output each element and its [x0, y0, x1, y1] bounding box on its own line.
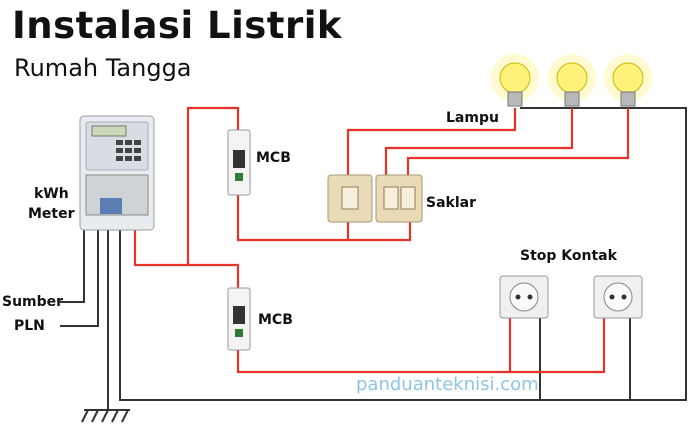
watermark: panduanteknisi.com — [356, 374, 539, 395]
live-wire-riser — [186, 106, 240, 265]
kwh-meter — [79, 115, 155, 231]
lamp-bulb-2 — [548, 54, 596, 107]
mcb-top-label: MCB — [256, 150, 291, 166]
live-wire-mcb2-out — [236, 316, 606, 374]
pln-label: PLN — [14, 318, 45, 334]
ground-symbol — [81, 409, 130, 423]
diagram-subtitle: Rumah Tangga — [14, 54, 192, 82]
saklar-double — [375, 174, 423, 223]
live-wire-main — [133, 230, 240, 290]
live-wire-to-switch1 — [346, 108, 517, 175]
saklar-label: Saklar — [426, 195, 476, 211]
live-wire-mcb1-out — [236, 195, 412, 242]
saklar-single — [327, 174, 373, 223]
stop-kontak-2 — [593, 275, 643, 319]
sumber-wire-1 — [60, 230, 85, 303]
mcb-bottom-label: MCB — [258, 312, 293, 328]
lamp-bulb-3 — [604, 54, 652, 107]
sumber-wire-2 — [60, 230, 99, 327]
stop-kontak-label: Stop Kontak — [520, 248, 617, 264]
lampu-label: Lampu — [446, 110, 499, 126]
sumber-label: Sumber — [2, 294, 64, 310]
live-wire-to-switch3 — [406, 108, 630, 175]
lamp-bulb-1 — [491, 54, 539, 107]
kwh-label: kWh — [34, 186, 69, 202]
neutral-wire-bottom — [119, 107, 687, 401]
stop-kontak-1 — [499, 275, 549, 319]
mcb-top — [227, 129, 251, 196]
meter-label: Meter — [28, 206, 75, 222]
live-wire-to-switch2 — [384, 108, 574, 175]
mcb-bottom — [227, 287, 251, 351]
diagram-title: Instalasi Listrik — [12, 4, 343, 47]
